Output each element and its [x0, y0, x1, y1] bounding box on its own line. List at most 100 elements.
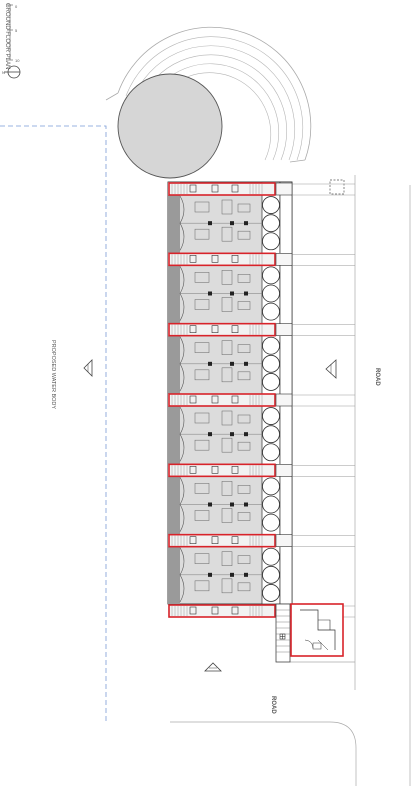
room-outline — [194, 272, 210, 283]
lift-box — [211, 255, 219, 263]
planter-circle — [262, 284, 280, 303]
lift-box — [211, 466, 219, 474]
lift-box — [231, 395, 239, 404]
lift-box — [231, 466, 239, 474]
corridor-link — [275, 323, 293, 336]
entry-room-highlight — [290, 603, 344, 657]
column — [244, 572, 248, 577]
room-outline — [221, 551, 233, 566]
corridor-link — [275, 393, 293, 407]
core-band — [168, 394, 280, 406]
planter-circle — [262, 513, 280, 532]
room-outline — [221, 481, 233, 496]
planter-circle — [262, 407, 280, 425]
column — [244, 361, 248, 366]
lift-box — [189, 395, 197, 404]
road-label-south: ROAD — [270, 696, 276, 714]
planter-circle — [262, 547, 280, 566]
room-outline — [221, 270, 233, 285]
west-wall-band — [168, 182, 180, 604]
room-outline — [194, 342, 210, 353]
road-label-east: ROAD — [374, 368, 380, 386]
room-outline — [194, 580, 210, 592]
room-outline — [221, 367, 233, 383]
room-outline — [194, 412, 210, 424]
core-highlight — [168, 322, 276, 337]
column — [230, 432, 234, 437]
planter-circle — [262, 336, 280, 355]
planter-circle — [262, 584, 280, 602]
room-outline — [194, 369, 210, 381]
road-edges — [170, 175, 411, 786]
room-outline — [221, 297, 233, 312]
lift-box — [189, 325, 197, 333]
water-body-boundary — [0, 125, 107, 724]
core-band — [168, 605, 280, 617]
dashed-square — [329, 179, 345, 195]
room-outline — [194, 439, 210, 451]
facade-curve — [179, 195, 185, 251]
core-highlight — [168, 393, 276, 407]
circular-pool — [117, 73, 223, 179]
planter-circle — [262, 565, 280, 584]
lift-box — [211, 325, 219, 333]
lift-box — [231, 255, 239, 263]
room-outline — [237, 512, 251, 521]
lift-box — [189, 184, 197, 193]
room-outline — [194, 510, 210, 521]
lift-box — [231, 536, 239, 544]
entry-stair-block — [275, 603, 291, 663]
north-arrow-icon: N — [2, 65, 21, 79]
scale-mark-5: 5 — [15, 28, 18, 33]
room-outline — [221, 578, 233, 594]
lift-box — [211, 184, 219, 193]
planter-circle — [262, 302, 280, 321]
room-outline — [237, 230, 251, 240]
room-outline — [194, 483, 210, 494]
lift-box — [189, 255, 197, 263]
facade-curve — [179, 266, 185, 321]
column — [230, 361, 234, 366]
planter-circle — [262, 495, 280, 514]
lift-box — [211, 395, 219, 404]
room-outline — [221, 508, 233, 523]
lift-box — [189, 606, 197, 615]
column — [230, 572, 234, 577]
facade-curve — [179, 336, 185, 392]
room-outline — [237, 441, 251, 451]
lift-box — [231, 606, 239, 615]
room-outline — [237, 582, 251, 592]
core-band — [168, 323, 280, 336]
room-outline — [221, 410, 233, 426]
room-outline — [194, 299, 210, 310]
scale-mark-0: 0 — [15, 4, 18, 9]
room-outline — [237, 555, 251, 564]
scale-bar: 0 5 10 — [7, 4, 20, 63]
core-band — [168, 253, 280, 266]
core-highlight — [168, 463, 276, 478]
planter-circle — [262, 425, 280, 444]
room-outline — [221, 437, 233, 453]
planter-circle — [262, 477, 280, 496]
facade-curve — [179, 406, 185, 462]
core-highlight — [168, 604, 276, 618]
column — [244, 432, 248, 437]
corridor-link — [275, 253, 293, 266]
column — [244, 221, 248, 226]
lift-box — [231, 184, 239, 193]
room-outline — [194, 553, 210, 564]
planter-circle — [262, 214, 280, 233]
lift-box — [189, 536, 197, 544]
planter-circle — [262, 196, 280, 214]
facade-curve — [179, 477, 185, 532]
room-outline — [194, 201, 210, 213]
lift-box — [211, 606, 219, 615]
corridor-link — [275, 534, 293, 547]
lift-box — [189, 466, 197, 474]
planter-circle — [262, 354, 280, 373]
column — [244, 502, 248, 507]
column — [208, 432, 212, 437]
lift-box — [231, 325, 239, 333]
facade-curve — [179, 547, 185, 603]
